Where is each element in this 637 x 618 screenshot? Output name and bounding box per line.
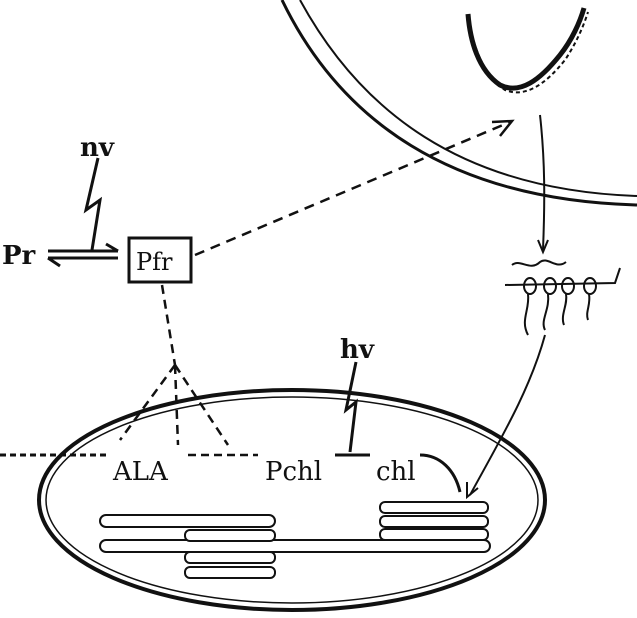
pfr-to-ala-arrows <box>118 284 230 446</box>
pr-label: Pr <box>2 241 36 271</box>
protein-arrow <box>469 334 546 496</box>
pfr-box <box>127 236 193 284</box>
pchl-label: Pchl <box>265 457 322 487</box>
chl-label: chl <box>376 457 416 487</box>
pfr-to-nucleus-arrow <box>194 120 511 257</box>
light-zigzag-top <box>83 157 103 251</box>
nucleus-envelope-outer <box>280 0 637 207</box>
pfr-label: Pfr <box>136 248 173 276</box>
mrna-arrow <box>539 114 546 251</box>
light-label-bottom: hv <box>340 335 375 365</box>
thylakoid-membranes <box>99 501 491 579</box>
polysome <box>504 259 621 336</box>
ala-label: ALA <box>112 457 169 487</box>
light-zigzag-bottom <box>343 361 358 453</box>
nucleus-envelope-inner <box>299 0 637 197</box>
dna-chain <box>465 7 589 94</box>
chloroplast-envelope <box>37 388 547 612</box>
equilibrium-arrows <box>47 242 119 268</box>
chl-to-thylakoid-arrow <box>419 453 462 493</box>
